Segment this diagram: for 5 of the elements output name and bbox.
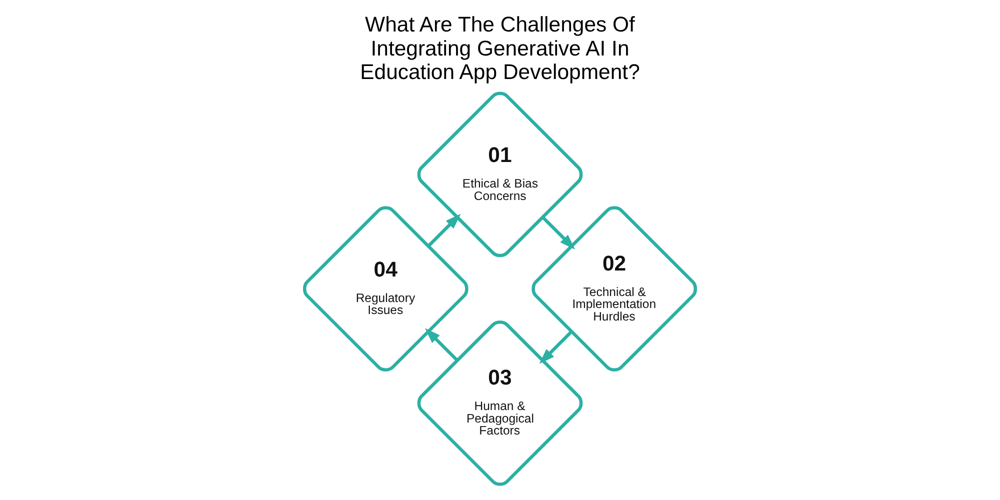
arrow — [539, 330, 573, 364]
arrow — [427, 214, 461, 248]
arrow — [542, 216, 576, 250]
diagram-title: What Are The Challenges Of Integrating Generative AI In Education App Development? — [360, 12, 640, 84]
arrow — [424, 328, 458, 362]
